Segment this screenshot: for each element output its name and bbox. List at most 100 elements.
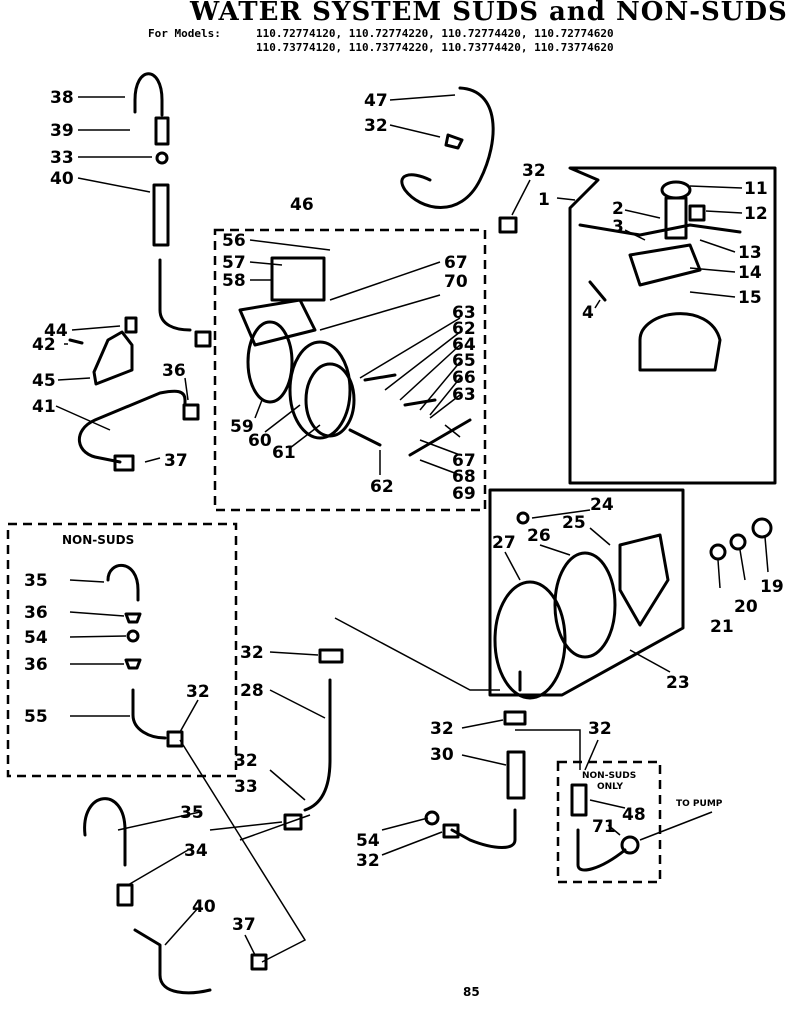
callout-1: 1 [538, 190, 550, 210]
fitting-pump-drawing [620, 835, 640, 855]
callout-13: 13 [738, 243, 762, 263]
callout-12: 12 [744, 204, 768, 224]
callout-32-top: 32 [364, 116, 388, 136]
tube-40-drawing [152, 183, 170, 247]
hose-30-elbow-drawing [450, 808, 517, 849]
callout-23: 23 [666, 673, 690, 693]
callout-20: 20 [734, 597, 758, 617]
screw-62-drawing [348, 428, 382, 447]
callout-2: 2 [612, 199, 624, 219]
models-line-2: 110.73774120, 110.73774220, 110.73774420… [256, 41, 614, 54]
nonsuds-only-label: NON-SUDS [582, 771, 636, 781]
nonsuds-box [6, 522, 238, 778]
hose-upper-drawing [158, 258, 192, 332]
callout-35-box: 35 [24, 571, 48, 591]
callout-62-bottom: 62 [370, 477, 394, 497]
callout-40-lower: 40 [192, 897, 216, 917]
valve-housing-drawing [638, 312, 722, 372]
callout-63-bottom: 63 [452, 385, 476, 405]
hose-41-drawing [77, 389, 187, 464]
callout-55: 55 [24, 707, 48, 727]
bracket-14-drawing [628, 243, 702, 287]
callout-67-top: 67 [444, 253, 468, 273]
clamp-32-lower-center-drawing [503, 710, 527, 726]
callout-70: 70 [444, 272, 468, 292]
callout-25: 25 [562, 513, 586, 533]
callout-30: 30 [430, 745, 454, 765]
callout-32-center: 32 [240, 643, 264, 663]
callout-64: 64 [452, 335, 476, 355]
callout-41: 41 [32, 397, 56, 417]
gasket-59-drawing [246, 320, 294, 404]
clip-68-drawing [408, 418, 472, 457]
clamp-32-box-drawing [166, 730, 184, 748]
callout-26: 26 [527, 526, 551, 546]
connector-33-drawing [283, 813, 303, 831]
callout-34: 34 [184, 841, 208, 861]
callout-32-nonsuds-only: 32 [588, 719, 612, 739]
callout-32-lower-left: 32 [234, 751, 258, 771]
nut-19-drawing [751, 517, 773, 539]
hose-47-drawing [400, 86, 495, 209]
clamp-37-lower-drawing [250, 953, 268, 971]
clamp-36-box-lower-drawing [124, 658, 142, 670]
callout-48: 48 [622, 805, 646, 825]
clamp-36-lower-drawing [182, 403, 200, 421]
callout-33-lower: 33 [234, 777, 258, 797]
callout-33-top: 33 [50, 148, 74, 168]
callout-leaders [55, 94, 769, 956]
callout-32-bottom: 32 [356, 851, 380, 871]
washer-21-drawing [709, 543, 727, 561]
callout-61: 61 [272, 443, 296, 463]
callout-3: 3 [612, 217, 624, 237]
clamp-32-center-drawing [318, 648, 344, 664]
hose-55-drawing [131, 688, 167, 740]
callout-46: 46 [290, 195, 314, 215]
nut-12-drawing [688, 204, 706, 222]
knob-11-drawing [660, 180, 692, 200]
callout-65: 65 [452, 351, 476, 371]
nonsuds-only-box [556, 760, 662, 884]
callout-19: 19 [760, 577, 784, 597]
stem-drawing [664, 196, 688, 240]
hose-35-lower-drawing [83, 797, 127, 867]
screw-63-drawing [363, 373, 397, 382]
hose-40-lower-drawing [133, 928, 212, 995]
screw-44-drawing [124, 316, 138, 334]
callout-36-box-upper: 36 [24, 603, 48, 623]
filter-26-drawing [553, 551, 617, 659]
callout-47: 47 [364, 91, 388, 111]
connector-39-drawing [154, 116, 170, 146]
clip-24-drawing [516, 511, 530, 525]
hose-35-box-drawing [106, 564, 140, 602]
callout-56: 56 [222, 231, 246, 251]
callout-35-lower: 35 [180, 803, 204, 823]
washer-20-drawing [729, 533, 747, 551]
fitting-54-box-drawing [126, 629, 140, 643]
callout-15: 15 [738, 288, 762, 308]
callout-69: 69 [452, 484, 476, 504]
water-valve-box [213, 228, 487, 512]
callout-66: 66 [452, 368, 476, 388]
clamp-36-box-upper-drawing [124, 612, 142, 624]
leader-line-nonsuds-only [515, 729, 581, 770]
leader-line-32-center [334, 617, 500, 691]
models-label: For Models: [148, 27, 221, 40]
nonsuds-box-label: NON-SUDS [62, 533, 134, 547]
clamp-37-drawing [113, 454, 135, 472]
hose-28-drawing [303, 678, 332, 812]
callout-45: 45 [32, 371, 56, 391]
page-number: 85 [463, 985, 480, 999]
callout-36-box-lower: 36 [24, 655, 48, 675]
leader-line-33 [239, 814, 311, 841]
hose-71-drawing [576, 828, 627, 872]
valve-body-drawing [238, 298, 317, 347]
callout-28: 28 [240, 681, 264, 701]
callout-62-top: 62 [452, 319, 476, 339]
callout-labels: 38 39 33 40 44 42 45 41 36 37 47 32 32 4… [24, 88, 784, 935]
callout-57: 57 [222, 253, 246, 273]
leader-line-37 [179, 739, 307, 963]
callout-40-top: 40 [50, 169, 74, 189]
callout-37-lower: 37 [232, 915, 256, 935]
